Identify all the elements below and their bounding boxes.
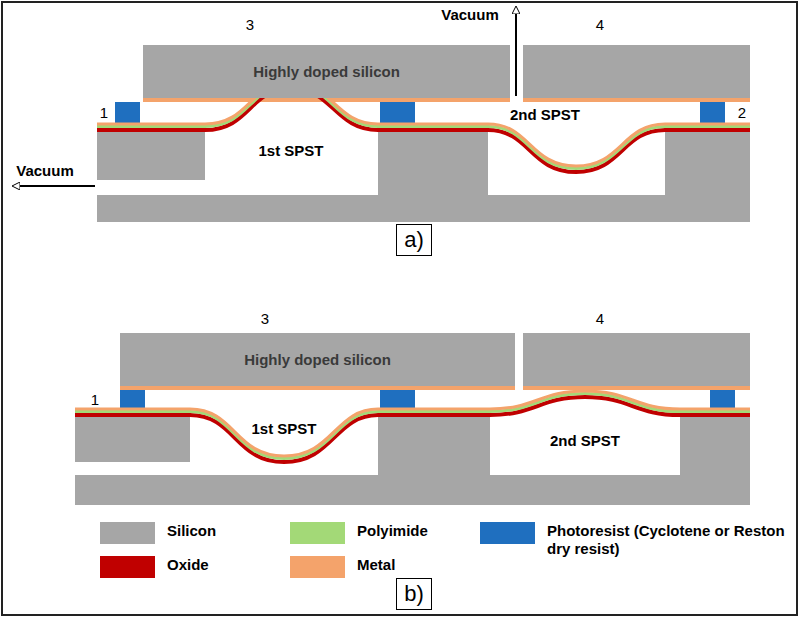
callout-number: 1: [91, 391, 99, 408]
part-label: Highly doped silicon: [253, 63, 400, 80]
legend-swatch: [100, 556, 155, 578]
vacuum-arrow: [14, 185, 95, 187]
silicon-plate: Highly doped silicon: [143, 45, 510, 98]
legend-swatch: [290, 556, 345, 578]
panel-b-structure: [75, 333, 750, 505]
vacuum-label: Vacuum: [16, 162, 74, 179]
callout-number: 3: [246, 16, 254, 33]
callout-number: 2: [738, 104, 746, 121]
legend-swatch: [290, 522, 345, 544]
legend-text: Metal: [357, 556, 487, 574]
silicon-plate: Highly doped silicon: [120, 333, 515, 386]
panel-label-box: b): [396, 578, 432, 610]
legend-text: Oxide: [167, 556, 297, 574]
legend-entry: Metal: [290, 556, 487, 578]
switch-label: 1st SPST: [251, 420, 316, 437]
vacuum-label: Vacuum: [441, 6, 499, 23]
callout-number: 4: [596, 16, 604, 33]
callout-number: 4: [596, 310, 604, 327]
legend-entry: Silicon: [100, 522, 297, 544]
switch-label: 2nd SPST: [550, 432, 620, 449]
legend-entry: Oxide: [100, 556, 297, 578]
legend-text: Photoresist (Cyclotene or Reston dry res…: [547, 522, 787, 558]
legend-text: Silicon: [167, 522, 297, 540]
panel-label-box: a): [396, 224, 432, 256]
switch-label: 2nd SPST: [510, 106, 580, 123]
legend-swatch: [100, 522, 155, 544]
legend-entry: Photoresist (Cyclotene or Reston dry res…: [480, 522, 787, 558]
switch-label: 1st SPST: [258, 142, 323, 159]
vacuum-arrow: [515, 8, 517, 96]
legend-text: Polyimide: [357, 522, 487, 540]
panel-a-structure: [14, 8, 750, 222]
legend-swatch: [480, 522, 535, 544]
callout-number: 3: [261, 310, 269, 327]
panel-label: a): [404, 227, 424, 253]
panel-label: b): [404, 581, 424, 607]
callout-number: 1: [100, 104, 108, 121]
part-label: Highly doped silicon: [244, 351, 391, 368]
legend-entry: Polyimide: [290, 522, 487, 544]
